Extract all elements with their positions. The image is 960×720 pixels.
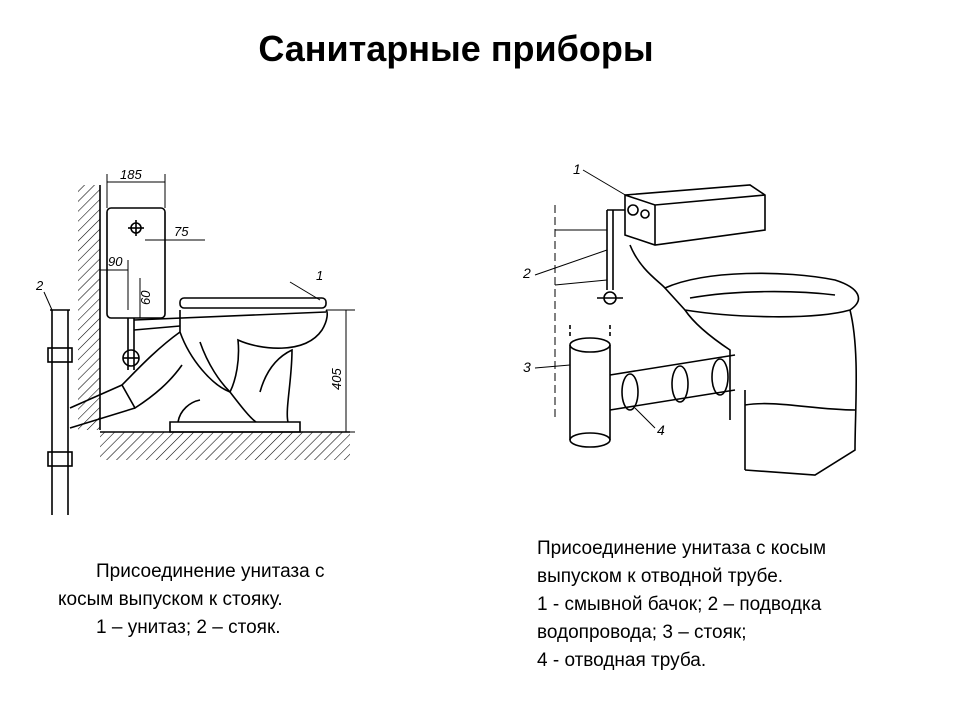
- label-3: 3: [523, 359, 531, 375]
- dim-90: 90: [108, 254, 123, 269]
- flush-cistern: [624, 184, 766, 246]
- left-toilet-diagram: 185 75 90 60 405 1 2: [35, 167, 355, 515]
- toilet-bowl: [629, 244, 860, 476]
- right-caption-line-4: водопровода; 3 – стояк;: [537, 622, 747, 643]
- cistern: [106, 207, 166, 319]
- label-1: 1: [573, 161, 581, 177]
- dim-185: 185: [120, 167, 142, 182]
- toilet-bowl: [121, 309, 328, 433]
- right-caption-line-3: 1 - смывной бачок; 2 – подводка: [537, 594, 822, 615]
- right-toilet-diagram: 1 2 3 4: [522, 161, 860, 476]
- left-caption-line-1: Присоединение унитаза с: [96, 561, 325, 582]
- water-supply: [597, 209, 625, 305]
- left-caption-line-2: косым выпуском к стояку.: [58, 589, 283, 610]
- page-title: Санитарные приборы: [258, 28, 654, 69]
- label-2: 2: [35, 278, 44, 293]
- right-caption-line-5: 4 - отводная труба.: [537, 650, 707, 671]
- right-caption-line-2: выпуском к отводной трубе.: [537, 566, 784, 587]
- dim-75: 75: [174, 224, 189, 239]
- dim-60: 60: [138, 290, 153, 305]
- right-caption-line-1: Присоединение унитаза с косым: [537, 538, 827, 559]
- riser-pipe: [47, 309, 73, 515]
- toilet-seat: [133, 297, 327, 331]
- label-4: 4: [657, 422, 665, 438]
- drain-pipe: [609, 354, 736, 411]
- riser: [569, 325, 611, 448]
- dim-405: 405: [329, 368, 344, 390]
- label-2: 2: [522, 265, 531, 281]
- right-caption: Присоединение унитаза с косым выпуском к…: [537, 535, 826, 675]
- left-caption: Присоединение унитаза с косым выпуском к…: [58, 558, 324, 642]
- floor: [100, 432, 350, 460]
- label-1: 1: [316, 268, 323, 283]
- wall: [78, 185, 100, 430]
- left-caption-line-3: 1 – унитаз; 2 – стояк.: [96, 617, 281, 638]
